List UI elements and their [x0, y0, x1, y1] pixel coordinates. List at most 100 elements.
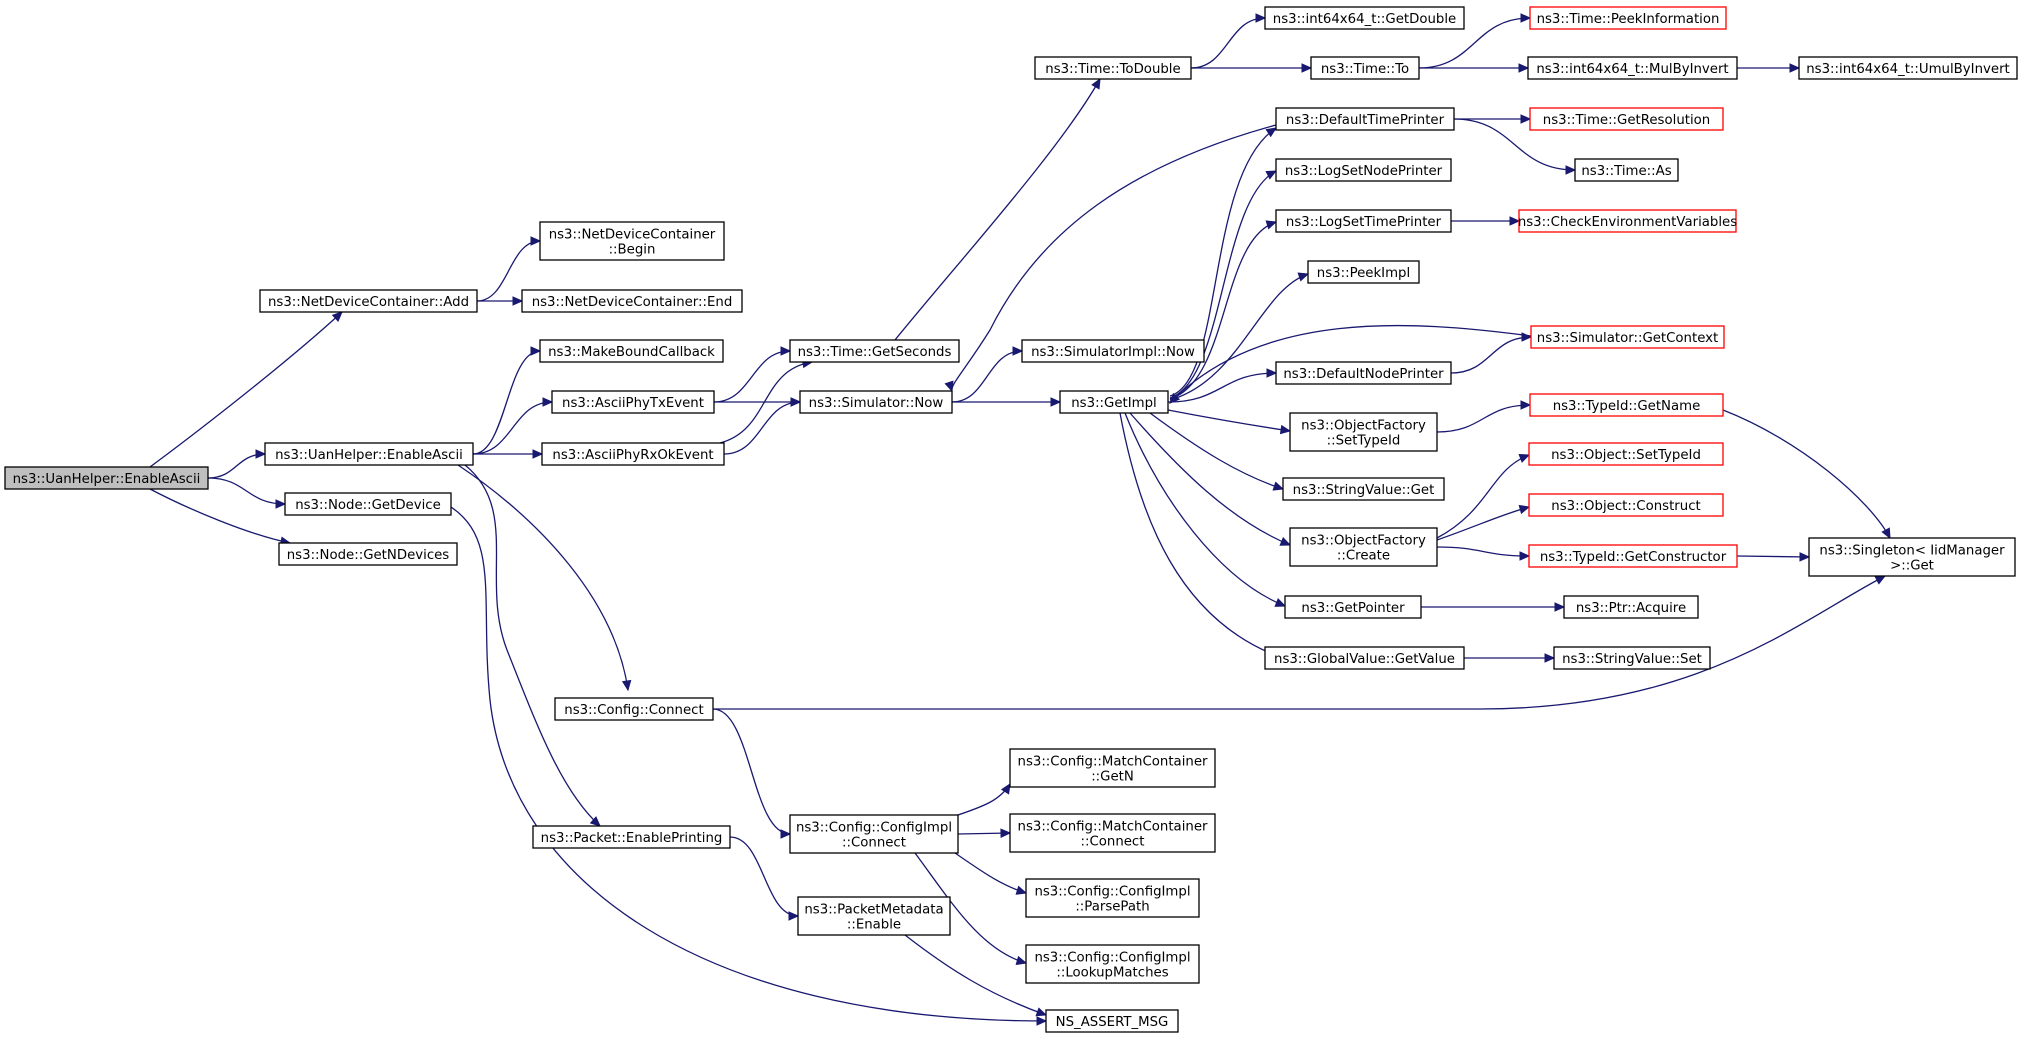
node-label: ns3::int64x64_t::MulByInvert — [1536, 62, 1728, 77]
edge-simNow-to-simImplNow — [951, 346, 1024, 403]
edge-ndcAdd-to-ndcEnd — [477, 296, 524, 306]
node-nodeGetN[interactable]: ns3::Node::GetNDevices — [278, 542, 458, 566]
node-asciiRx[interactable]: ns3::AsciiPhyRxOkEvent — [541, 442, 725, 466]
node-mcConnect[interactable]: ns3::Config::MatchContainer::Connect — [1009, 813, 1216, 853]
node-getConstructor[interactable]: ns3::TypeId::GetConstructor — [1528, 544, 1738, 568]
node-box — [1282, 477, 1445, 501]
node-pmEnable[interactable]: ns3::PacketMetadata::Enable — [797, 896, 951, 936]
node-simNow[interactable]: ns3::Simulator::Now — [799, 390, 953, 414]
node-pktEnablePrint[interactable]: ns3::Packet::EnablePrinting — [532, 825, 731, 849]
node-label: ns3::StringValue::Get — [1293, 483, 1435, 498]
node-defTimePrinter[interactable]: ns3::DefaultTimePrinter — [1275, 107, 1455, 131]
edge-line — [1190, 17, 1266, 69]
node-ndcAdd[interactable]: ns3::NetDeviceContainer::Add — [259, 289, 478, 313]
node-box — [259, 289, 478, 313]
edge-line — [1453, 118, 1576, 171]
node-label: ns3::TypeId::GetConstructor — [1540, 550, 1727, 565]
node-simImplNow[interactable]: ns3::SimulatorImpl::Now — [1021, 339, 1205, 363]
edge-arrowhead — [1799, 552, 1811, 562]
node-objConstruct[interactable]: ns3::Object::Construct — [1528, 493, 1724, 517]
node-mulByInvert[interactable]: ns3::int64x64_t::MulByInvert — [1527, 56, 1738, 80]
node-box — [1025, 944, 1200, 984]
edge-typeIdGetName-to-singletonGet — [1722, 409, 1891, 540]
node-defNodePrinter[interactable]: ns3::DefaultNodePrinter — [1275, 361, 1452, 385]
edge-gvGetValue-to-strValSet — [1464, 653, 1556, 663]
node-box — [541, 442, 725, 466]
edge-getContext-to-getImpl — [1169, 324, 1532, 404]
node-box — [1574, 158, 1679, 182]
edge-arrowhead — [1000, 782, 1011, 795]
node-uanEnableAsciiRoot[interactable]: ns3::UanHelper::EnableAscii — [4, 466, 209, 490]
edge-arrowhead — [1519, 551, 1531, 561]
edge-arrowhead — [255, 449, 267, 459]
node-lookupMatches[interactable]: ns3::Config::ConfigImpl::LookupMatches — [1025, 944, 1200, 984]
edge-simNow-to-getImpl — [952, 397, 1062, 407]
node-ndcEnd[interactable]: ns3::NetDeviceContainer::End — [521, 289, 743, 313]
edge-line — [904, 934, 1047, 1016]
node-nsAssert[interactable]: NS_ASSERT_MSG — [1045, 1009, 1179, 1033]
node-logNodePrinter[interactable]: ns3::LogSetNodePrinter — [1275, 158, 1452, 182]
node-box — [1025, 878, 1200, 918]
node-getContext[interactable]: ns3::Simulator::GetContext — [1530, 325, 1725, 349]
node-label: ::GetN — [1091, 770, 1134, 785]
node-label: ns3::Time::ToDouble — [1045, 62, 1180, 77]
edge-arrowhead — [1520, 114, 1532, 124]
edge-cfgImplConnect-to-mcConnect — [957, 828, 1012, 838]
edge-arrowhead — [530, 236, 542, 246]
edge-arrowhead — [1036, 1016, 1048, 1026]
edge-pmEnable-to-nsAssert — [904, 934, 1048, 1017]
node-objSetTypeId[interactable]: ns3::Object::SetTypeId — [1528, 442, 1724, 466]
node-nodeGetDevice[interactable]: ns3::Node::GetDevice — [284, 492, 452, 516]
node-typeIdGetName[interactable]: ns3::TypeId::GetName — [1529, 393, 1724, 417]
node-singletonGet[interactable]: ns3::Singleton< IidManager >::Get — [1808, 537, 2016, 577]
node-strValGet[interactable]: ns3::StringValue::Get — [1282, 477, 1445, 501]
node-makeBound[interactable]: ns3::MakeBoundCallback — [539, 339, 724, 363]
edge-arrowhead — [1266, 368, 1278, 378]
node-box — [539, 221, 725, 261]
node-peekInfo[interactable]: ns3::Time::PeekInformation — [1529, 6, 1727, 30]
node-checkEnv[interactable]: ns3::CheckEnvironmentVariables — [1518, 209, 1737, 233]
node-box — [521, 289, 743, 313]
edge-arrowhead — [1015, 885, 1028, 895]
node-ndcBegin[interactable]: ns3::NetDeviceContainer::Begin — [539, 221, 725, 261]
node-label: ns3::Config::ConfigImpl — [1034, 885, 1190, 900]
edge-arrowhead — [944, 380, 954, 393]
edge-ndcAdd-to-ndcBegin — [476, 236, 542, 302]
edge-line — [719, 361, 813, 444]
node-ptrAcquire[interactable]: ns3::Ptr::Acquire — [1563, 595, 1699, 619]
node-label: ns3::DefaultNodePrinter — [1283, 367, 1444, 382]
edge-cfgImplConnect-to-mcGetN — [954, 782, 1011, 817]
node-timeTo[interactable]: ns3::Time::To — [1310, 56, 1420, 80]
node-gvGetValue[interactable]: ns3::GlobalValue::GetValue — [1264, 646, 1465, 670]
node-getDouble[interactable]: ns3::int64x64_t::GetDouble — [1264, 6, 1465, 30]
edge-toDouble-to-timeTo — [1191, 63, 1313, 73]
node-mcGetN[interactable]: ns3::Config::MatchContainer::GetN — [1009, 748, 1216, 788]
node-logTimePrinter[interactable]: ns3::LogSetTimePrinter — [1275, 209, 1452, 233]
node-uanEnableAscii[interactable]: ns3::UanHelper::EnableAscii — [264, 442, 474, 466]
node-timeAs[interactable]: ns3::Time::As — [1574, 158, 1679, 182]
edge-line — [1436, 546, 1530, 557]
node-getPointer[interactable]: ns3::GetPointer — [1284, 595, 1422, 619]
node-peekImpl[interactable]: ns3::PeekImpl — [1307, 260, 1420, 284]
node-getSeconds[interactable]: ns3::Time::GetSeconds — [789, 339, 960, 363]
node-toDouble[interactable]: ns3::Time::ToDouble — [1034, 56, 1192, 80]
node-configConnect[interactable]: ns3::Config::Connect — [554, 697, 714, 721]
node-parsePath[interactable]: ns3::Config::ConfigImpl::ParsePath — [1025, 878, 1200, 918]
edge-getImpl-to-strValGet — [1149, 412, 1285, 491]
node-ofSetTypeId[interactable]: ns3::ObjectFactory::SetTypeId — [1289, 412, 1438, 452]
node-label: ns3::int64x64_t::GetDouble — [1273, 12, 1456, 27]
edge-uanEnableAsciiRoot-to-nodeGetDevice — [207, 477, 287, 509]
node-asciiTx[interactable]: ns3::AsciiPhyTxEvent — [551, 390, 715, 414]
node-cfgImplConnect[interactable]: ns3::Config::ConfigImpl::Connect — [789, 814, 959, 854]
node-getImpl[interactable]: ns3::GetImpl — [1059, 390, 1169, 414]
node-ofCreate[interactable]: ns3::ObjectFactory::Create — [1289, 527, 1438, 567]
node-label: ::Begin — [609, 243, 656, 258]
edge-configConnect-to-cfgImplConnect — [712, 708, 792, 839]
edge-arrowhead — [542, 397, 554, 407]
edge-arrowhead — [1050, 397, 1062, 407]
edge-getConstructor-to-singletonGet — [1736, 552, 1811, 562]
node-getResolution[interactable]: ns3::Time::GetResolution — [1529, 107, 1724, 131]
node-strValSet[interactable]: ns3::StringValue::Set — [1553, 646, 1711, 670]
node-box — [1529, 107, 1724, 131]
node-umulByInvert[interactable]: ns3::int64x64_t::UmulByInvert — [1798, 56, 2018, 80]
